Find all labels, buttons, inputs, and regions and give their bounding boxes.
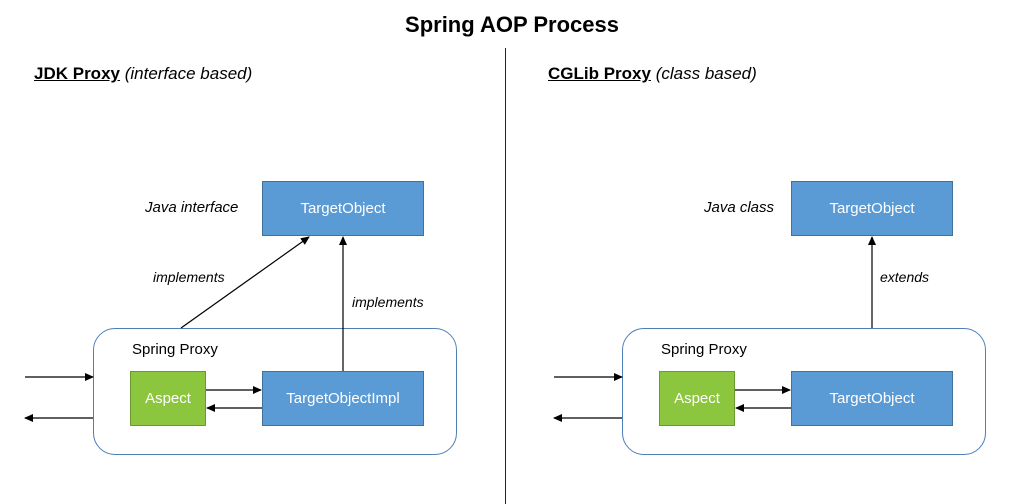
diagram-title: Spring AOP Process: [405, 12, 619, 37]
cglib-spring-proxy-label: Spring Proxy: [661, 341, 747, 358]
implements-label-left: implements: [153, 269, 225, 285]
jdk-aspect-box: Aspect: [130, 371, 206, 426]
jdk-proxy-heading-name: JDK Proxy: [34, 64, 120, 83]
java-interface-label: Java interface: [145, 199, 239, 216]
jdk-spring-proxy-container: [93, 328, 457, 455]
cglib-inner-target-object-box: TargetObject: [791, 371, 953, 426]
jdk-spring-proxy-label: Spring Proxy: [132, 341, 218, 358]
cglib-proxy-heading-name: CGLib Proxy: [548, 64, 651, 83]
java-class-label: Java class: [704, 199, 775, 216]
section-divider: [505, 48, 506, 504]
cglib-proxy-heading: CGLib Proxy (class based): [548, 64, 757, 84]
implements-arrow-from-proxy: [180, 236, 310, 329]
cglib-aspect-box: Aspect: [659, 371, 735, 426]
jdk-proxy-heading: JDK Proxy (interface based): [34, 64, 252, 84]
extends-label: extends: [880, 269, 930, 285]
implements-label-right: implements: [352, 294, 424, 310]
jdk-target-object-box: TargetObject: [262, 181, 424, 236]
cglib-spring-proxy-container: [622, 328, 986, 455]
target-object-impl-box: TargetObjectImpl: [262, 371, 424, 426]
jdk-proxy-heading-kind: (interface based): [124, 64, 253, 83]
cglib-target-object-box: TargetObject: [791, 181, 953, 236]
cglib-proxy-heading-kind: (class based): [655, 64, 757, 83]
